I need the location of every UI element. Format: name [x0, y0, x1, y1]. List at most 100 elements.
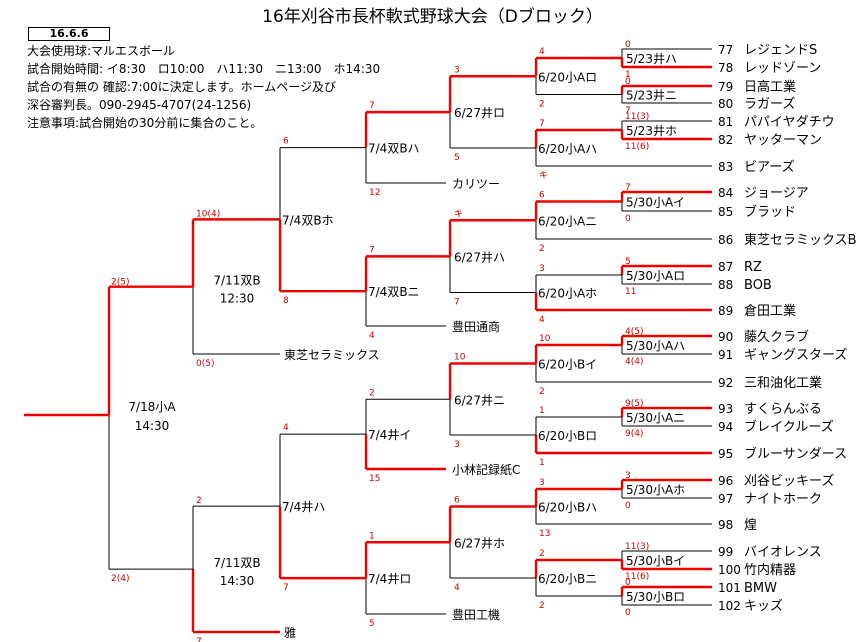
team-number: 96 [718, 474, 733, 488]
team-number: 89 [718, 304, 733, 318]
r6-game-time: 14:30 [220, 574, 255, 588]
r2-score: 4 [539, 315, 545, 325]
r1-score: 9(4) [625, 429, 643, 439]
team-number: 84 [718, 186, 733, 200]
team-name: キッズ [744, 598, 783, 614]
team-number: 94 [718, 420, 733, 434]
r4-score: 7 [369, 245, 375, 255]
page-title: 16年刈谷市長杯軟式野球大会（Dブロック） [262, 7, 603, 27]
r2-game-label: 6/20小Aホ [538, 287, 597, 301]
r1-score: 0 [625, 501, 631, 511]
team-name: すくらんぶる [744, 402, 822, 417]
team-number: 91 [718, 348, 733, 362]
team-name: ギャングスターズ [744, 347, 847, 363]
team-name: 刈谷ビッキーズ [744, 473, 834, 489]
info-line-confirm: 試合の有無の 確認:7:00に決定します。ホームページ及び [27, 80, 337, 94]
team-name: ビアーズ [744, 159, 795, 175]
r4-score: 2 [369, 388, 375, 398]
r5-game-label: 7/4双Bホ [282, 213, 334, 227]
bye-team-name: 豊田工機 [452, 607, 500, 622]
team-name: パパイヤダチウ [744, 115, 835, 130]
r5-game-label: 7/4井ハ [282, 500, 325, 514]
r1-score: 0 [625, 578, 631, 588]
r2-score: 2 [539, 100, 545, 110]
r6-score: 2 [196, 496, 202, 506]
r5-score: 6 [283, 137, 289, 147]
r6-score: 10(4) [196, 209, 220, 219]
r2-game-label: 6/20小Bニ [538, 572, 597, 586]
team-name: レッドゾーン [744, 61, 821, 76]
info-line-times: 試合開始時間: イ8:30 ロ10:00 ハ11:30 ニ13:00 ホ14:3… [27, 62, 381, 76]
r1-game-label: 5/30小Aホ [626, 483, 685, 497]
r2-game-label: 6/20小Bハ [538, 501, 597, 515]
team-number: 95 [718, 447, 733, 461]
team-name: 竹内精器 [744, 562, 796, 578]
r1-score: 7 [625, 183, 631, 193]
r2-game-label: 6/20小Aニ [538, 214, 597, 228]
team-number: 92 [718, 376, 733, 390]
r4-score: 7 [369, 101, 375, 111]
r1-score: 5 [625, 257, 631, 267]
r2-game-label: 6/20小Aハ [538, 142, 597, 156]
team-number: 102 [718, 599, 741, 613]
team-name: 日高工業 [744, 79, 796, 95]
team-number: 87 [718, 260, 733, 274]
r3-game-label: 6/27井ホ [454, 536, 505, 550]
r2-score: 2 [539, 387, 545, 397]
r3-score: 5 [454, 153, 460, 163]
r2-game-label: 6/20小Bイ [538, 358, 597, 372]
r3-score: 6 [454, 496, 460, 506]
r4-score: 12 [369, 188, 380, 198]
r2-score: 2 [539, 549, 545, 559]
team-number: 101 [718, 581, 741, 595]
info-line-contact: 深谷審判長。090-2945-4707(24-1256) [27, 98, 252, 112]
team-name: 三和油化工業 [744, 375, 822, 391]
info-line-notice: 注意事項:試合開始の30分前に集合のこと。 [27, 116, 263, 130]
r5-score: 7 [283, 583, 289, 593]
bye-team-name: 豊田通商 [452, 319, 500, 334]
team-number: 83 [718, 160, 733, 174]
r2-score: 13 [539, 529, 550, 539]
team-number: 86 [718, 233, 733, 247]
r1-score: 11(6) [625, 572, 649, 582]
team-number: 81 [718, 115, 733, 129]
r2-score: 4 [539, 47, 545, 57]
r1-score: 0 [625, 40, 631, 50]
r2-game-label: 6/20小Bロ [538, 429, 597, 443]
r4-score: 5 [369, 619, 375, 629]
r1-game-label: 5/30小Aロ [626, 269, 685, 283]
team-name: ブレイクルーズ [744, 419, 834, 435]
r3-game-label: 6/27井ニ [454, 393, 505, 407]
bye-team-name: カリツー [452, 177, 500, 191]
final-score: 2(4) [111, 574, 129, 584]
r3-score: 3 [454, 65, 460, 75]
team-number: 82 [718, 133, 733, 147]
team-name: ジョージア [744, 186, 809, 201]
r1-game-label: 5/23井ニ [626, 89, 677, 103]
r4-score: 15 [369, 474, 380, 484]
r3-score: キ [454, 209, 463, 219]
team-name: ラガーズ [744, 96, 795, 112]
r4-game-label: 7/4井イ [368, 428, 411, 442]
info-line-ball: 大会使用球:マルエスボール [27, 44, 176, 58]
seed-team-name: 雅 [284, 625, 296, 640]
team-number: 100 [718, 563, 741, 577]
team-number: 78 [718, 61, 733, 75]
date-box: 16.6.6 [28, 27, 110, 41]
r1-game-label: 5/30小Aハ [626, 339, 685, 353]
r2-score: 1 [539, 458, 545, 468]
r1-score: 7 [625, 106, 631, 116]
r3-game-label: 6/27井ロ [454, 106, 505, 120]
team-name: 藤久クラブ [744, 329, 809, 345]
r3-score: 7 [454, 298, 460, 308]
r1-score: 0 [625, 608, 631, 618]
r1-game-label: 5/30小Bロ [626, 590, 685, 604]
r2-score: 2 [539, 601, 545, 611]
r4-score: 1 [369, 531, 375, 541]
r6-score: 7 [196, 637, 202, 642]
team-name: レジェンドS [744, 43, 817, 58]
team-name: 倉田工業 [744, 303, 796, 319]
r6-game-label: 7/11双B [213, 274, 260, 288]
r1-score: 11(6) [625, 142, 649, 152]
